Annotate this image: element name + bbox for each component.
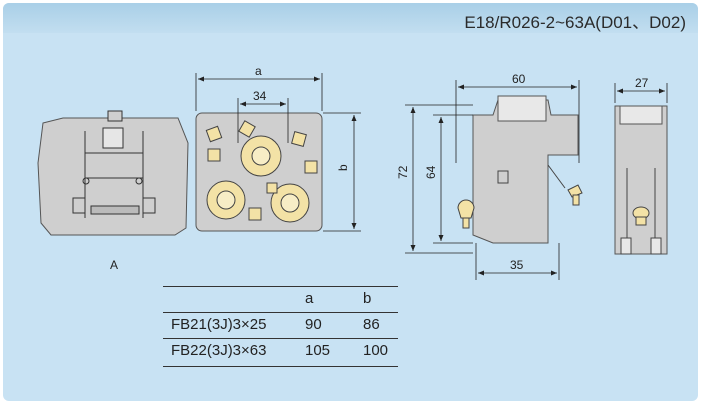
cell-b: 100 [363, 342, 389, 359]
table-top-rule [163, 286, 398, 287]
dimension-table: a b FB21(3J)3×25 90 86 FB22(3J)3×63 105 … [163, 286, 398, 367]
cell-a: 90 [305, 316, 322, 333]
cell-model: FB22(3J)3×63 [171, 342, 267, 359]
header-cell-b: b [363, 290, 372, 307]
header-bar: E18/R026-2~63A(D01、D02) [3, 3, 698, 33]
table-header-row: a b [163, 286, 398, 312]
cell-model: FB21(3J)3×25 [171, 316, 267, 333]
diagram-panel: E18/R026-2~63A(D01、D02) A [3, 3, 698, 401]
table-rule [163, 338, 398, 339]
front-view [37, 110, 189, 236]
cell-b: 86 [363, 316, 380, 333]
dim-72-label: 72 [396, 165, 410, 179]
dim-b-label: b [336, 164, 350, 171]
header-cell-a: a [305, 290, 314, 307]
dim-a-label: a [255, 64, 262, 78]
dim-64-label: 64 [424, 165, 438, 179]
side-view [405, 80, 583, 280]
table-bottom-rule [163, 366, 398, 367]
dim-27-label: 27 [635, 76, 649, 90]
end-view [614, 83, 668, 255]
front-view-label: A [110, 258, 118, 272]
table-row: FB22(3J)3×63 105 100 [163, 338, 398, 364]
cell-a: 105 [305, 342, 331, 359]
table-row: FB21(3J)3×25 90 86 [163, 312, 398, 338]
dim-35-label: 35 [510, 258, 524, 272]
dim-60-label: 60 [512, 72, 526, 86]
drawing-area: A [37, 64, 668, 280]
dim-34-label: 34 [253, 89, 267, 103]
table-rule [163, 312, 398, 313]
terminal-view [195, 73, 361, 232]
header-title: E18/R026-2~63A(D01、D02) [464, 13, 686, 32]
